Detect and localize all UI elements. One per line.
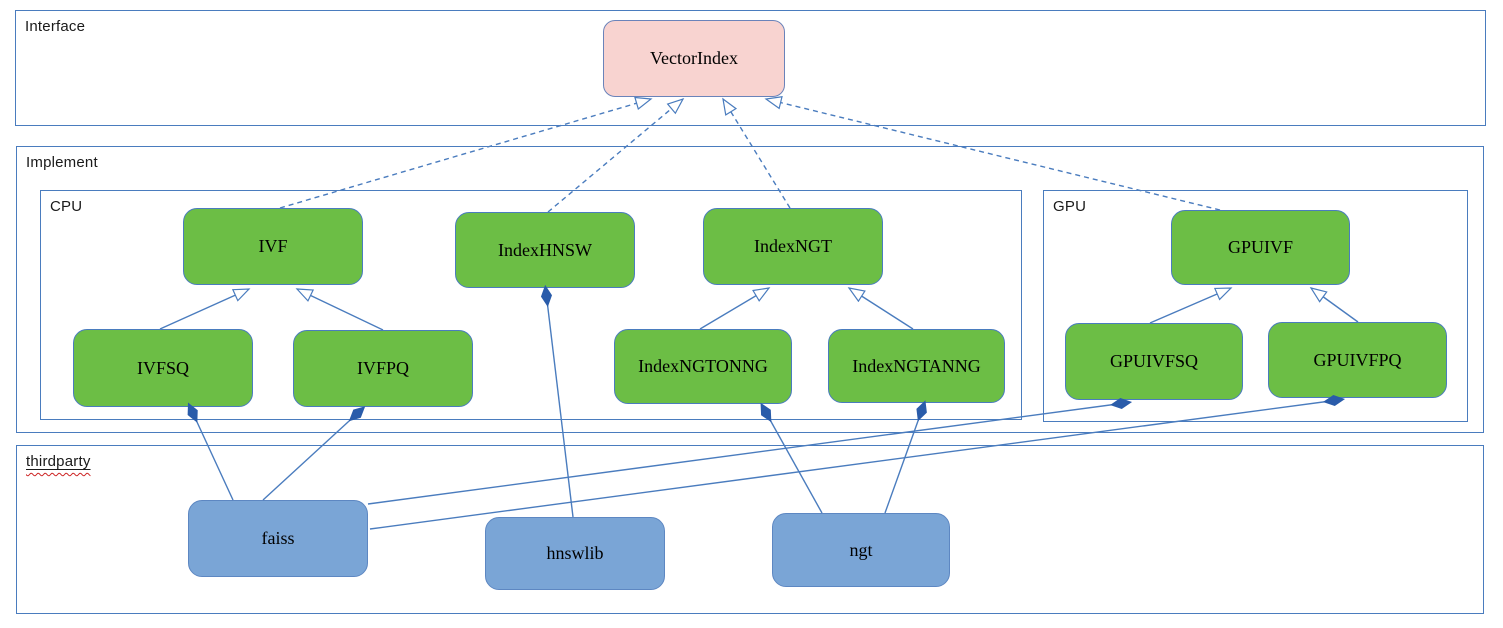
container-implement-label: Implement [26,154,98,171]
node-indexngtonng[interactable]: IndexNGTONNG [614,329,792,404]
node-ivfpq-label: IVFPQ [356,358,409,378]
thirdparty-spellcheck-squiggle: thirdparty [26,453,91,470]
node-hnswlib[interactable]: hnswlib [485,517,665,590]
node-ivf[interactable]: IVF [183,208,363,285]
node-indexhnsw-label: IndexHNSW [498,239,592,260]
node-indexngt-label: IndexNGT [754,236,832,256]
node-vectorindex[interactable]: VectorIndex [603,20,785,97]
node-vectorindex-label: VectorIndex [650,48,738,68]
node-ivfpq[interactable]: IVFPQ [293,330,473,407]
container-cpu-label: CPU [50,198,83,215]
container-gpu-label: GPU [1053,198,1087,215]
node-indexngtanng-label: IndexNGTANNG [852,355,981,376]
node-gpuivf[interactable]: GPUIVF [1171,210,1350,285]
node-ngt-label: ngt [849,539,873,560]
node-ivfsq-label: IVFSQ [136,357,189,378]
node-gpuivfpq-label: GPUIVFPQ [1313,349,1402,370]
node-gpuivfsq[interactable]: GPUIVFSQ [1065,323,1243,400]
node-ivf-label: IVF [258,236,288,256]
node-indexhnsw[interactable]: IndexHNSW [455,212,635,288]
node-indexngtanng[interactable]: IndexNGTANNG [828,329,1005,403]
node-ngt[interactable]: ngt [772,513,950,587]
container-thirdparty-label: thirdparty [26,453,91,470]
node-indexngt[interactable]: IndexNGT [703,208,883,285]
container-interface-label: Interface [25,18,86,35]
node-faiss[interactable]: faiss [188,500,368,577]
node-ivfsq[interactable]: IVFSQ [73,329,253,407]
node-gpuivfsq-label: GPUIVFSQ [1109,351,1199,371]
node-hnswlib-label: hnswlib [546,543,604,563]
node-gpuivf-label: GPUIVF [1227,237,1293,257]
node-indexngtonng-label: IndexNGTONNG [638,356,768,376]
node-faiss-label: faiss [261,528,295,548]
node-gpuivfpq[interactable]: GPUIVFPQ [1268,322,1447,398]
